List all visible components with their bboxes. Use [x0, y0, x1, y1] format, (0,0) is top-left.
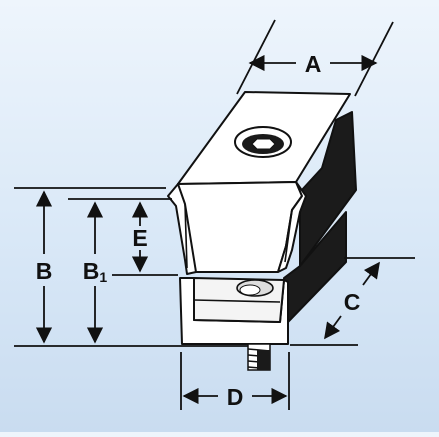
- dimension-c-label: C: [344, 289, 361, 315]
- dimension-d: [180, 352, 290, 410]
- dimension-a-label: A: [305, 51, 322, 77]
- dimension-b1-subscript: 1: [99, 269, 107, 285]
- dimension-a: [236, 19, 394, 97]
- dimension-b-label: B: [36, 258, 53, 284]
- dimension-b1-main: B: [83, 258, 100, 284]
- flange-creases: [184, 203, 293, 303]
- threaded-screw-bottom: [247, 343, 271, 371]
- dimension-d-label: D: [227, 384, 244, 410]
- dimension-e-label: E: [132, 225, 147, 251]
- dimension-extension-lines: [14, 187, 248, 347]
- socket-head-screw: [234, 126, 292, 158]
- dimension-b1-label: B1: [83, 258, 108, 285]
- clamp-right-flange: [277, 181, 307, 273]
- dimension-c: [290, 257, 415, 346]
- hex-socket: [251, 138, 276, 150]
- screw-shank: [236, 279, 274, 297]
